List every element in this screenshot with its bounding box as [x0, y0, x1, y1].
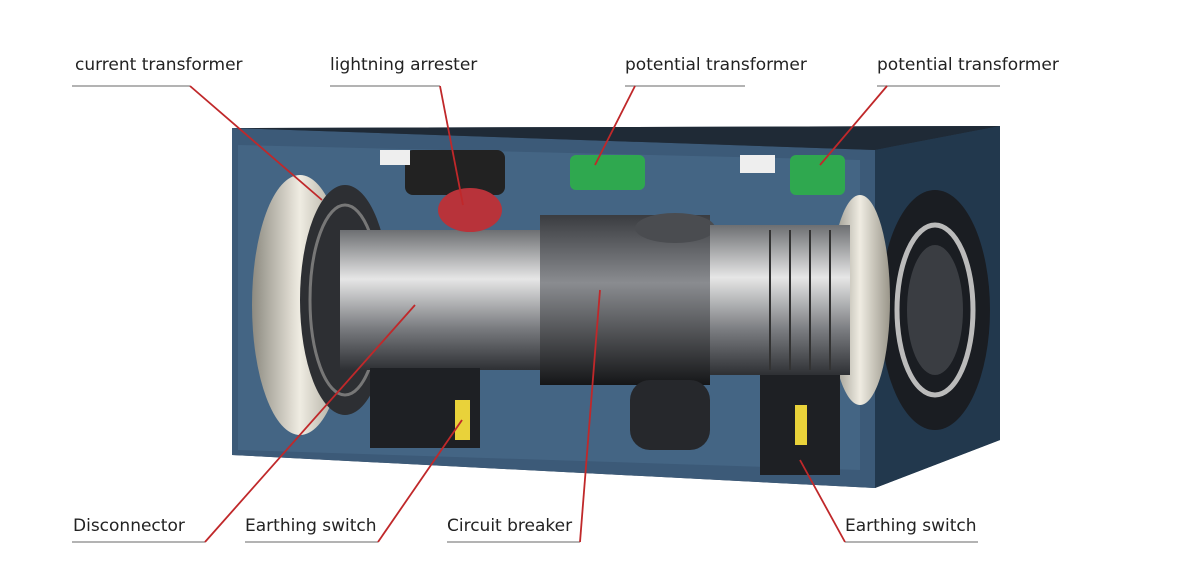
label-potential-transformer-1: potential transformer	[625, 55, 807, 75]
potential-transformer-shape-2	[790, 155, 845, 195]
lightning-arrester-shape	[438, 188, 502, 232]
label-disconnector: Disconnector	[73, 516, 185, 536]
label-underlines	[72, 85, 1000, 543]
label-current-transformer: current transformer	[75, 55, 243, 75]
circuit-breaker-shape	[540, 215, 710, 385]
label-earthing-switch-2: Earthing switch	[845, 516, 977, 536]
label-lightning-arrester: lightning arrester	[330, 55, 478, 75]
label-potential-transformer-2: potential transformer	[877, 55, 1059, 75]
leader-lines	[189, 85, 888, 543]
label-earthing-switch-1: Earthing switch	[245, 516, 377, 536]
label-circuit-breaker: Circuit breaker	[447, 516, 573, 536]
potential-transformer-shape-1	[570, 155, 645, 190]
disconnector-shape	[340, 230, 540, 370]
